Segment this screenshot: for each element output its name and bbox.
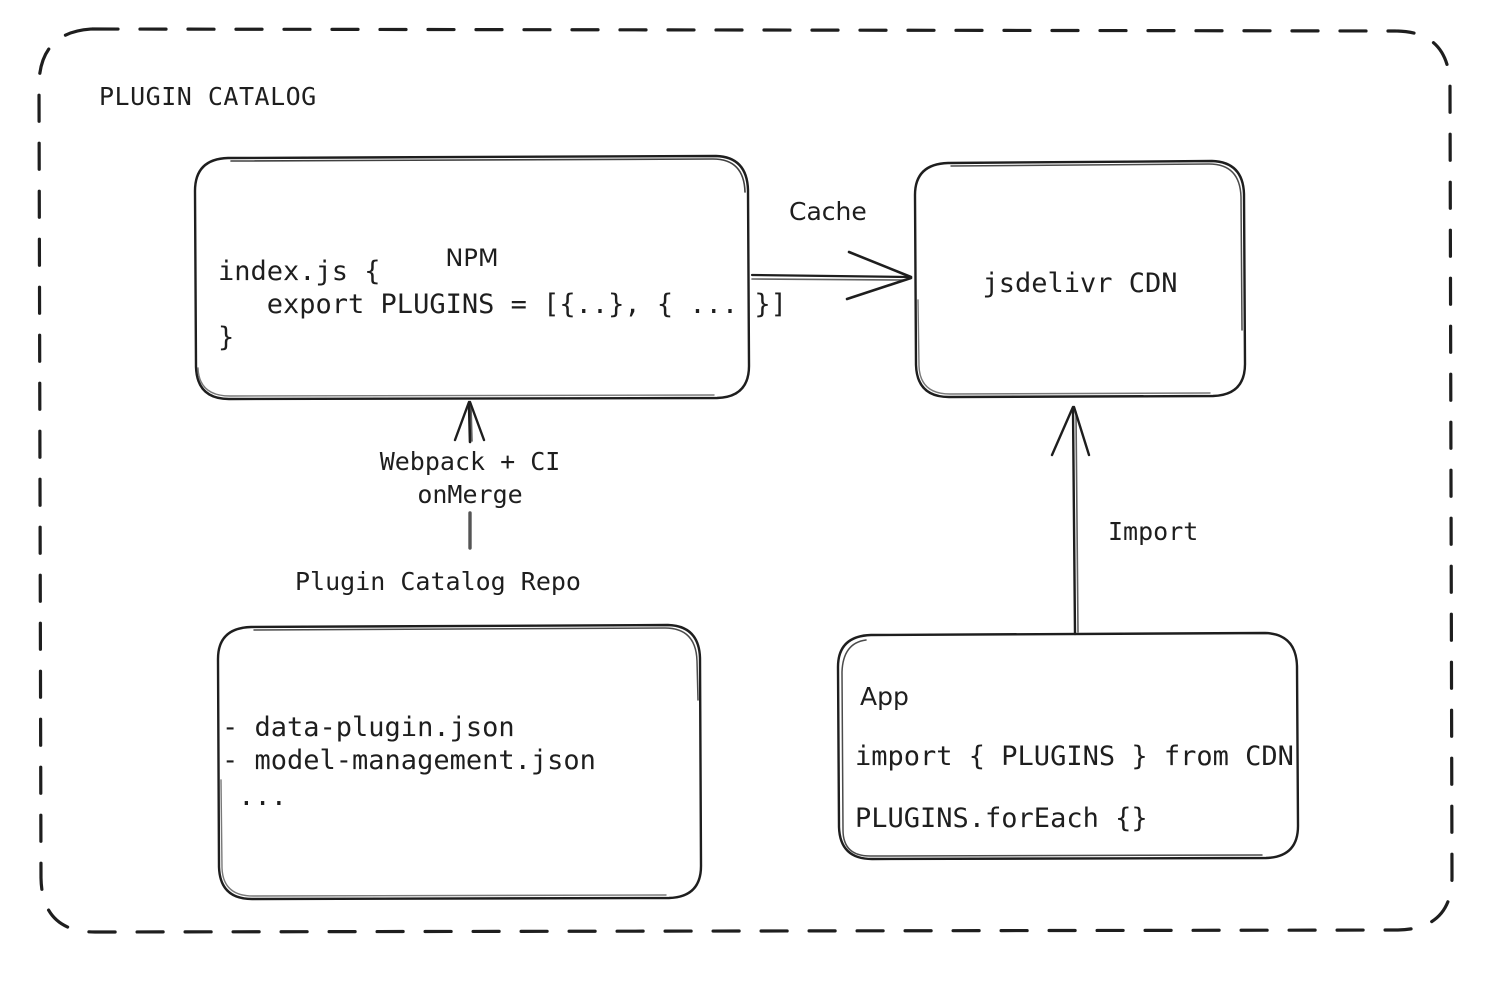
npm-node-title: NPM (445, 244, 499, 272)
build-edge-label-line-1: Webpack + CI (379, 447, 561, 476)
cdn-node-shape (913, 159, 1247, 399)
build-edge-label-line-2: onMerge (417, 480, 523, 509)
cdn-node-title: jsdelivr CDN (982, 268, 1178, 299)
build-arrow (453, 400, 486, 550)
import-edge-label: Import (1108, 517, 1199, 546)
repo-node-label: Plugin Catalog Repo (295, 567, 581, 596)
npm-code-line-1: index.js { (218, 256, 381, 287)
repo-node-shape (216, 623, 703, 901)
npm-node-title-wrap: NPM (195, 198, 749, 294)
npm-code-line-3: } (218, 322, 235, 353)
repo-file-item-2: - model-management.json (222, 745, 596, 776)
cache-edge-label: Cache (789, 197, 867, 226)
plugin-catalog-container (37, 27, 1454, 934)
repo-file-item-1: - data-plugin.json (222, 712, 515, 743)
app-node-shape (836, 631, 1300, 861)
npm-code-line-2: export PLUGINS = [{..}, { ... }] (218, 289, 787, 320)
npm-node-shape (193, 154, 751, 401)
cache-arrow (750, 250, 913, 301)
repo-file-item-3: ... (222, 781, 288, 812)
app-code-line-2: PLUGINS.forEach {} (855, 803, 1148, 834)
app-code-line-1: import { PLUGINS } from CDN (855, 741, 1294, 772)
app-node-title: App (860, 682, 909, 711)
section-title: PLUGIN CATALOG (99, 82, 317, 111)
import-arrow (1050, 405, 1091, 636)
